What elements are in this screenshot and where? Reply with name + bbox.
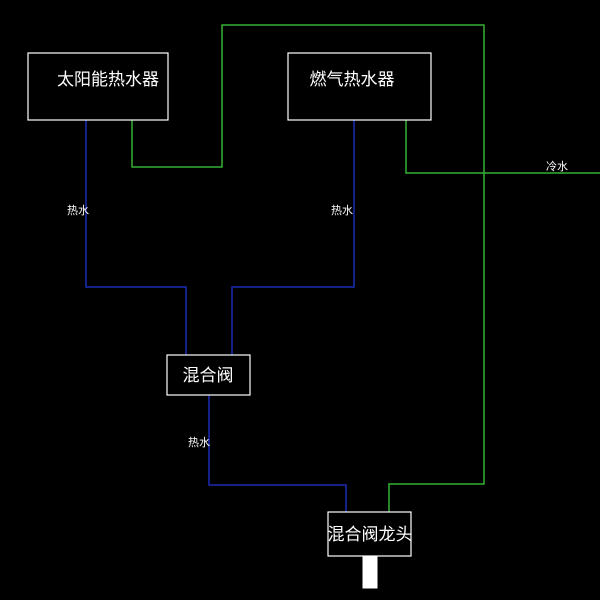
gas-heater-label: 燃气热水器 [310, 70, 395, 90]
pipe-labels: 热水 热水 热水 冷水 [67, 160, 568, 449]
pipe-label-hot-valve: 热水 [188, 436, 210, 449]
cold-pipe-solar-loop [131, 24, 485, 512]
hot-pipe-valve-to-faucet [208, 395, 347, 512]
solar-heater-box [27, 52, 169, 121]
cold-water-pipes [131, 24, 600, 512]
gas-heater-node: 燃气热水器 [287, 52, 432, 121]
mixing-faucet-box [327, 511, 412, 557]
hot-water-pipes [85, 120, 355, 512]
cold-pipe-gas-inlet [405, 120, 600, 174]
faucet-spout [362, 555, 378, 589]
pipe-label-hot-gas: 热水 [331, 204, 353, 217]
mixing-faucet-node: 混合阀龙头 [327, 511, 413, 589]
hot-pipe-solar [85, 120, 187, 355]
solar-heater-node: 太阳能热水器 [27, 52, 169, 121]
mixing-valve-node: 混合阀 [166, 354, 251, 396]
hot-pipe-gas [231, 120, 355, 355]
mixing-valve-label: 混合阀 [183, 366, 234, 386]
mixing-faucet-label: 混合阀龙头 [328, 525, 413, 545]
gas-heater-box [287, 52, 432, 121]
pipe-label-cold: 冷水 [546, 160, 568, 173]
solar-heater-label: 太阳能热水器 [57, 70, 159, 90]
mixing-valve-box [166, 354, 251, 396]
pipe-label-hot-solar: 热水 [67, 204, 89, 217]
